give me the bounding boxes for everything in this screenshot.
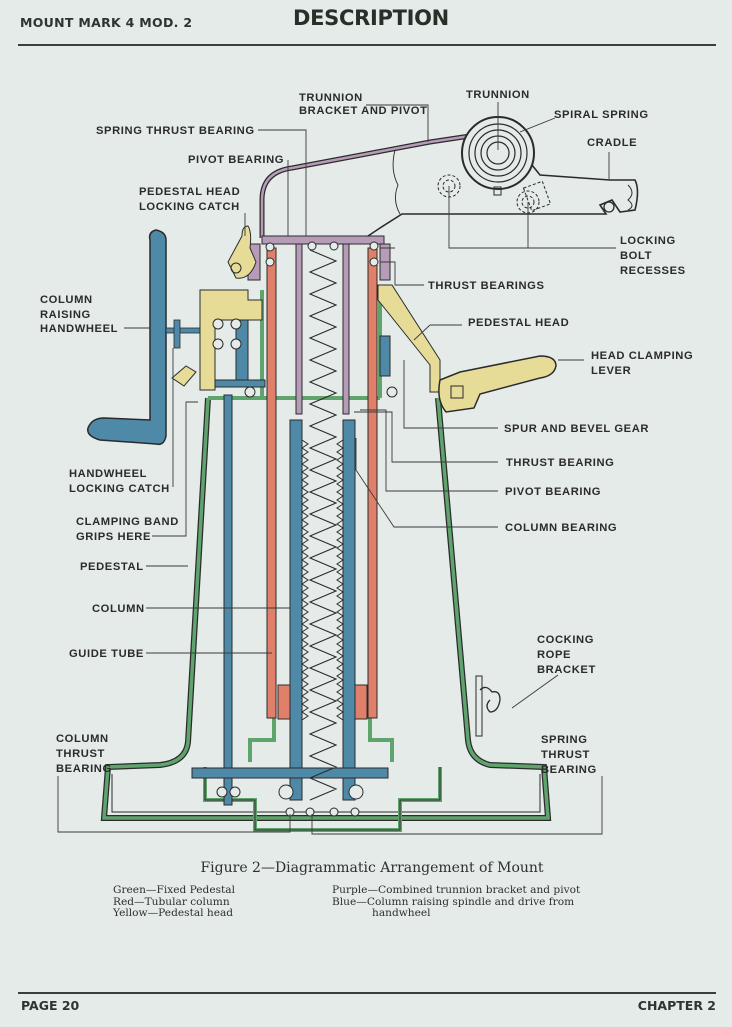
label-spur-and-bevel-gear: SPUR AND BEVEL GEAR (504, 423, 649, 435)
label-locking-bolt-recesses: LOCKING (620, 235, 676, 247)
label-spring-thrust-bearing-2: THRUST (541, 749, 590, 761)
leader-lines (57, 102, 616, 835)
label-clamping-band-2: GRIPS HERE (76, 531, 151, 543)
label-locking-bolt-recesses-3: RECESSES (620, 265, 686, 277)
label-column-thrust-bearing-3: BEARING (56, 763, 112, 775)
label-column-raising-handwheel-2: RAISING (40, 309, 91, 321)
label-spring-thrust-bearing-top: SPRING THRUST BEARING (96, 125, 255, 137)
label-head-clamping-lever-2: LEVER (591, 365, 631, 377)
tubular-column (266, 247, 378, 720)
label-pedestal-head: PEDESTAL HEAD (468, 317, 569, 329)
legend-item-blue-cont: handwheel (372, 907, 431, 920)
label-clamping-band: CLAMPING BAND (76, 516, 179, 528)
spindle-drive (87, 229, 391, 806)
label-spring-thrust-bearing: SPRING (541, 734, 588, 746)
handwheel (87, 229, 167, 446)
trunnion-bracket (259, 129, 639, 239)
label-pivot-bearing: PIVOT BEARING (505, 486, 601, 498)
header-rule (18, 44, 716, 46)
mount-diagram: TRUNNION BRACKET AND PIVOT TRUNNION SPIR… (40, 89, 693, 835)
legend-item-green: Green—Fixed Pedestal (113, 884, 235, 896)
label-trunnion-bracket-2: BRACKET AND PIVOT (299, 105, 428, 117)
pedestal-head (171, 225, 557, 413)
label-spiral-spring: SPIRAL SPRING (554, 109, 649, 121)
main-spring (308, 249, 338, 801)
label-handwheel-locking-catch: HANDWHEEL (69, 468, 147, 480)
label-thrust-bearings: THRUST BEARINGS (428, 280, 545, 292)
label-locking-bolt-recesses-2: BOLT (620, 250, 652, 262)
label-cocking-rope-bracket-3: BRACKET (537, 664, 596, 676)
diagram-labels: TRUNNION BRACKET AND PIVOT TRUNNION SPIR… (40, 89, 693, 776)
footer-rule (18, 992, 716, 994)
page-number: PAGE 20 (21, 998, 80, 1013)
legend-left: Green—Fixed Pedestal Red—Tubular column … (113, 884, 235, 920)
label-column-raising-handwheel: COLUMN (40, 294, 93, 306)
label-column-raising-handwheel-3: HANDWHEEL (40, 323, 118, 335)
document-id: MOUNT MARK 4 MOD. 2 (20, 15, 193, 30)
label-head-clamping-lever: HEAD CLAMPING (591, 350, 693, 362)
legend-item-red: Red—Tubular column (113, 895, 230, 908)
section-title: DESCRIPTION (293, 6, 449, 30)
label-column-thrust-bearing: COLUMN (56, 733, 109, 745)
legend-item-blue: Blue—Column raising spindle and drive fr… (332, 895, 575, 908)
label-cradle: CRADLE (587, 137, 637, 149)
label-pedestal: PEDESTAL (80, 561, 144, 573)
label-guide-tube: GUIDE TUBE (69, 648, 144, 660)
chapter-label: CHAPTER 2 (637, 998, 716, 1013)
legend-right: Purple—Combined trunnion bracket and piv… (332, 884, 581, 920)
figure-caption: Figure 2—Diagrammatic Arrangement of Mou… (200, 860, 544, 876)
label-column: COLUMN (92, 603, 145, 615)
legend-item-yellow: Yellow—Pedestal head (113, 907, 234, 920)
label-spring-thrust-bearing-3: BEARING (541, 764, 597, 776)
cocking-rope-bracket (475, 675, 501, 737)
label-handwheel-locking-catch-2: LOCKING CATCH (69, 483, 170, 495)
label-pedestal-head-locking-catch: PEDESTAL HEAD (139, 186, 240, 198)
label-pedestal-head-locking-catch-2: LOCKING CATCH (139, 201, 240, 213)
label-trunnion-bracket: TRUNNION (299, 92, 363, 104)
label-column-thrust-bearing-2: THRUST (56, 748, 105, 760)
head-clamping-lever (438, 355, 557, 413)
label-trunnion: TRUNNION (466, 89, 530, 101)
legend-item-purple: Purple—Combined trunnion bracket and piv… (332, 884, 581, 896)
bearings (212, 241, 398, 817)
label-cocking-rope-bracket-2: ROPE (537, 649, 571, 661)
label-column-bearing: COLUMN BEARING (505, 522, 617, 534)
label-pivot-bearing-top: PIVOT BEARING (188, 154, 284, 166)
label-cocking-rope-bracket: COCKING (537, 634, 594, 646)
label-thrust-bearing: THRUST BEARING (506, 457, 614, 469)
